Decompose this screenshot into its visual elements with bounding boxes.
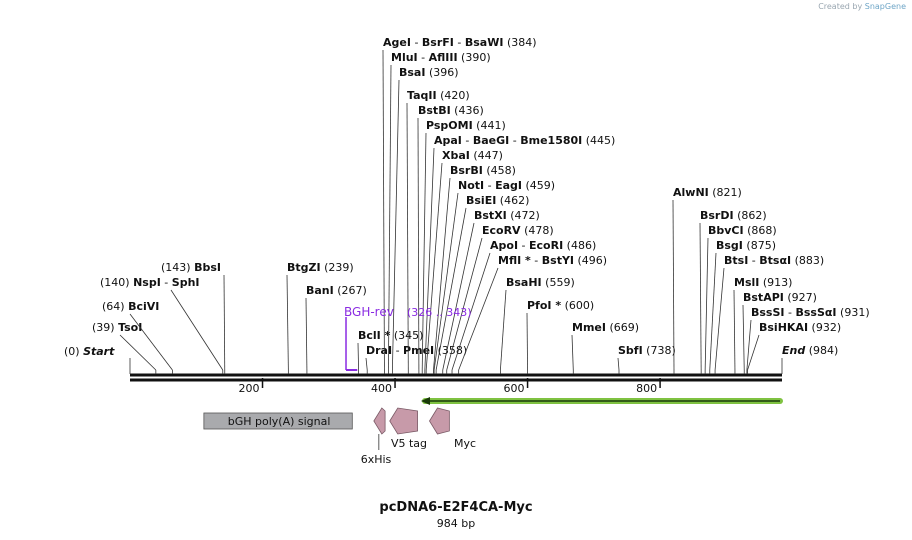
site-leader-line xyxy=(435,207,467,371)
primer-label: BGH-rev xyxy=(344,305,394,319)
site-label: BsiEI (462) xyxy=(466,194,529,207)
site-label: BsaI (396) xyxy=(399,66,459,79)
site-leader-line xyxy=(433,177,451,371)
site-leader-line xyxy=(714,267,725,371)
site-label: SbfI (738) xyxy=(618,344,676,357)
snapgene-credit: Created by SnapGene xyxy=(818,2,906,11)
site-label: MslI (913) xyxy=(734,276,792,289)
site-label: XbaI (447) xyxy=(442,149,503,162)
map-title: pcDNA6-E2F4CA-Myc xyxy=(379,500,533,515)
map-length: 984 bp xyxy=(436,517,476,530)
ruler-tick-label: 800 xyxy=(636,382,657,395)
site-leader-line xyxy=(305,297,308,371)
site-label: BsiHKAI (932) xyxy=(759,321,841,334)
site-leader-line xyxy=(425,162,443,371)
site-label: ApaI - BaeGI - Bme1580I (445) xyxy=(434,134,615,147)
site-leader-line xyxy=(365,357,368,371)
site-label: MflI * - BstYI (496) xyxy=(498,254,607,267)
site-leader-line xyxy=(704,237,709,371)
site-label: BstAPI (927) xyxy=(743,291,817,304)
site-leader-line xyxy=(446,237,483,371)
ruler-tick-label: 600 xyxy=(504,382,525,395)
site-label: BssSI - BssSαI (931) xyxy=(751,306,870,319)
snapgene-logo: SnapGene xyxy=(864,2,906,11)
site-label: ApoI - EcoRI (486) xyxy=(490,239,596,252)
site-leader-line xyxy=(433,192,459,371)
orf-arrow-head xyxy=(421,397,430,405)
site-leader-line xyxy=(747,334,760,371)
site-label: DraI - PmeI (358) xyxy=(366,344,467,357)
site-leader-line xyxy=(417,117,420,371)
site-label: (64) BciVI xyxy=(102,300,159,313)
site-leader-line xyxy=(357,342,359,371)
site-leader-line xyxy=(442,222,475,371)
site-label: (143) BbsI xyxy=(161,261,221,274)
site-label: TaqII (420) xyxy=(407,89,470,102)
primer-range: (326 .. 343) xyxy=(407,306,472,319)
feature-bgh-polya-label: bGH poly(A) signal xyxy=(228,415,331,428)
site-label: AlwNI (821) xyxy=(673,186,742,199)
site-label: NotI - EagI (459) xyxy=(458,179,555,192)
site-leader-line xyxy=(286,274,289,371)
site-label: BsgI (875) xyxy=(716,239,776,252)
site-label: EcoRV (478) xyxy=(482,224,554,237)
feature-6xhis-arrow xyxy=(373,407,386,435)
site-label: BsaHI (559) xyxy=(506,276,575,289)
site-label: (140) NspI - SphI xyxy=(100,276,200,289)
site-leader-line xyxy=(699,222,702,371)
site-leader-line xyxy=(458,267,499,371)
site-label: (0) Start xyxy=(64,345,115,358)
site-leader-line xyxy=(421,132,427,371)
site-label: PspOMI (441) xyxy=(426,119,506,132)
site-label: BtsI - BtsαI (883) xyxy=(724,254,824,267)
site-label: MmeI (669) xyxy=(572,321,639,334)
site-leader-line xyxy=(382,49,385,371)
site-leader-line xyxy=(742,304,745,371)
feature-bgh-polya xyxy=(203,412,353,430)
feature-6xhis-label: 6xHis xyxy=(361,453,392,466)
feature-myc-arrow xyxy=(429,407,450,435)
site-label: BstBI (436) xyxy=(418,104,484,117)
site-label: PfoI * (600) xyxy=(527,299,594,312)
site-leader-line xyxy=(526,312,528,371)
site-leader-line xyxy=(617,357,620,371)
site-leader-line xyxy=(672,199,675,371)
site-leader-line xyxy=(571,334,574,371)
feature-v5-label: V5 tag xyxy=(391,437,427,450)
site-leader-line xyxy=(733,289,736,371)
site-leader-line xyxy=(129,313,173,371)
site-label: MluI - AflIII (390) xyxy=(391,51,491,64)
site-leader-line xyxy=(119,334,157,371)
site-leader-line xyxy=(709,252,717,371)
feature-myc-label: Myc xyxy=(454,437,476,450)
ruler-tick-label: 200 xyxy=(239,382,260,395)
site-label: (39) TsoI xyxy=(92,321,142,334)
site-label: BbvCI (868) xyxy=(708,224,777,237)
site-leader-line xyxy=(406,102,409,371)
site-leader-line xyxy=(391,79,400,371)
site-label: AgeI - BsrFI - BsaWI (384) xyxy=(383,36,537,49)
site-label: BtgZI (239) xyxy=(287,261,354,274)
ruler-tick-label: 400 xyxy=(371,382,392,395)
site-leader-line xyxy=(388,64,392,371)
site-label: BsrDI (862) xyxy=(700,209,767,222)
feature-v5-arrow xyxy=(389,407,418,435)
site-label: BanI (267) xyxy=(306,284,367,297)
site-leader-line xyxy=(424,147,435,371)
site-leader-line xyxy=(170,289,224,371)
site-leader-line xyxy=(451,252,491,371)
site-label: BstXI (472) xyxy=(474,209,540,222)
site-leader-line xyxy=(746,319,752,371)
site-label: End (984) xyxy=(782,344,838,357)
site-label: BsrBI (458) xyxy=(450,164,516,177)
credit-prefix: Created by xyxy=(818,2,863,11)
site-label: BclI * (345) xyxy=(358,329,423,342)
site-leader-line xyxy=(499,289,507,371)
site-leader-line xyxy=(223,274,226,371)
